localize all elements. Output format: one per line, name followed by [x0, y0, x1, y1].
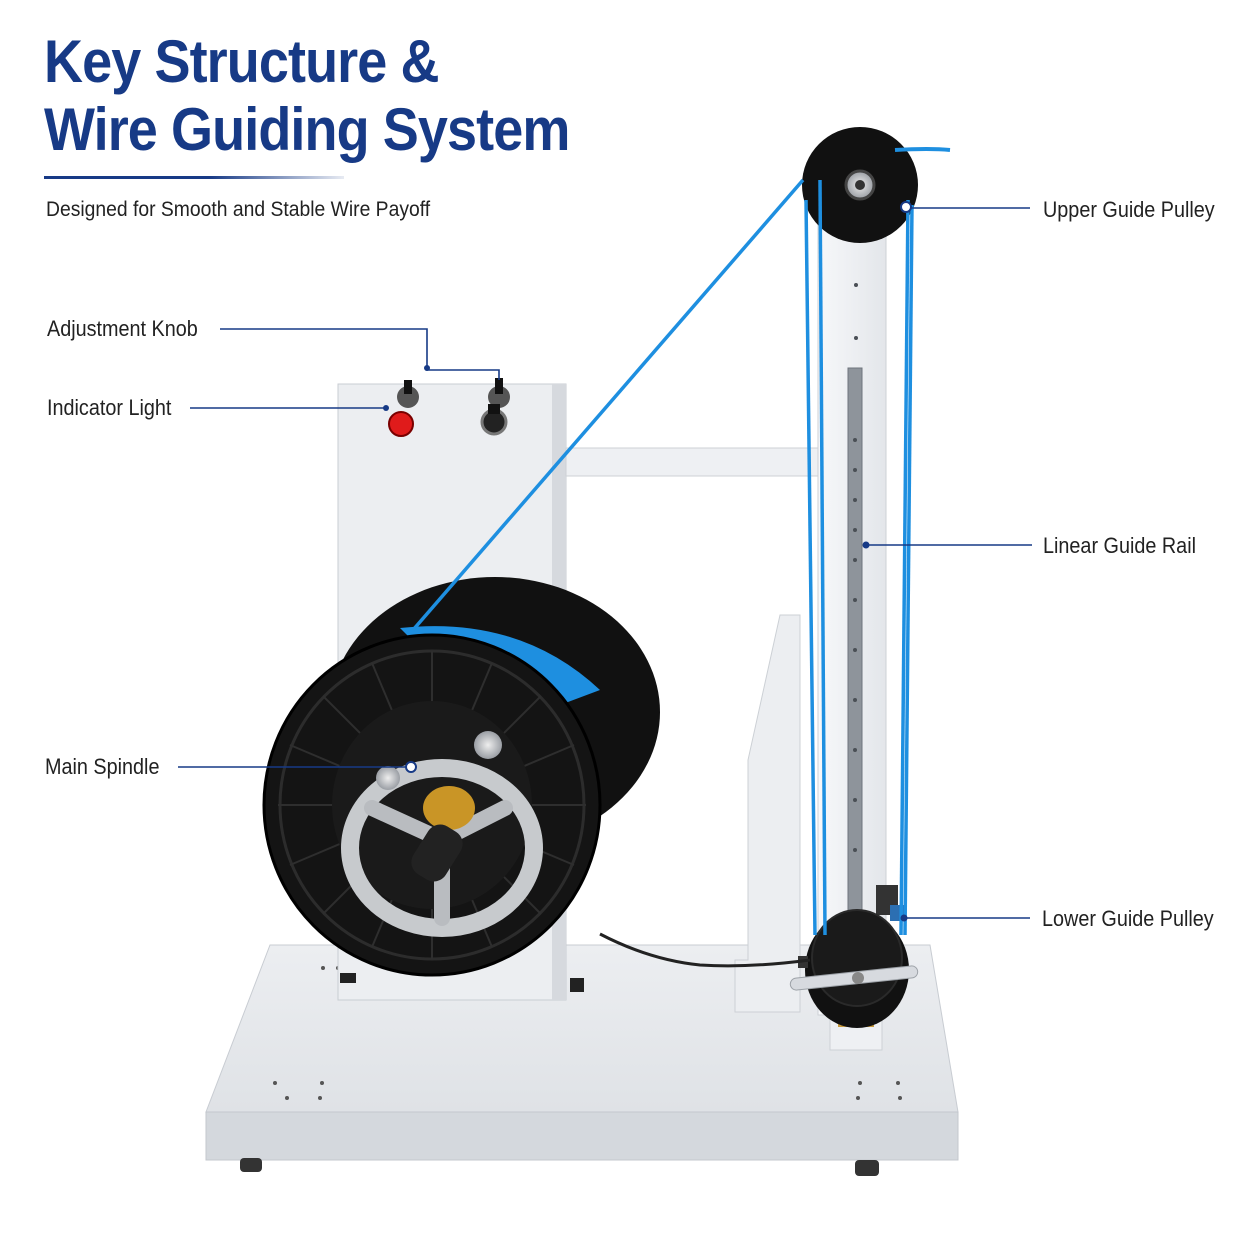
wire-path	[411, 178, 914, 968]
page-subtitle: Designed for Smooth and Stable Wire Payo…	[46, 198, 431, 221]
callout-main-spindle: Main Spindle	[45, 754, 160, 779]
connecting-beam	[565, 447, 831, 477]
leader-adjustment-knob	[220, 328, 500, 380]
indicator-light	[388, 411, 414, 437]
side-bracket	[734, 614, 801, 1013]
callout-indicator-light: Indicator Light	[47, 395, 172, 420]
main-spindle	[411, 824, 463, 882]
control-panel	[388, 378, 510, 437]
page-title: Key Structure & Wire Guiding System	[44, 28, 570, 164]
page-title-line-2: Wire Guiding System	[44, 96, 570, 163]
handwheel	[341, 759, 543, 937]
callout-linear-guide-rail: Linear Guide Rail	[1043, 533, 1196, 558]
callout-lower-guide-pulley: Lower Guide Pulley	[1042, 906, 1214, 931]
callout-leaders	[178, 201, 1032, 922]
title-divider	[44, 176, 344, 179]
callout-adjustment-knob: Adjustment Knob	[47, 316, 198, 341]
vertical-column	[817, 184, 887, 1051]
wire-spool	[262, 577, 660, 977]
callout-upper-guide-pulley: Upper Guide Pulley	[1043, 197, 1215, 222]
upper-guide-pulley	[802, 127, 951, 243]
page-title-line-1: Key Structure &	[44, 28, 440, 95]
